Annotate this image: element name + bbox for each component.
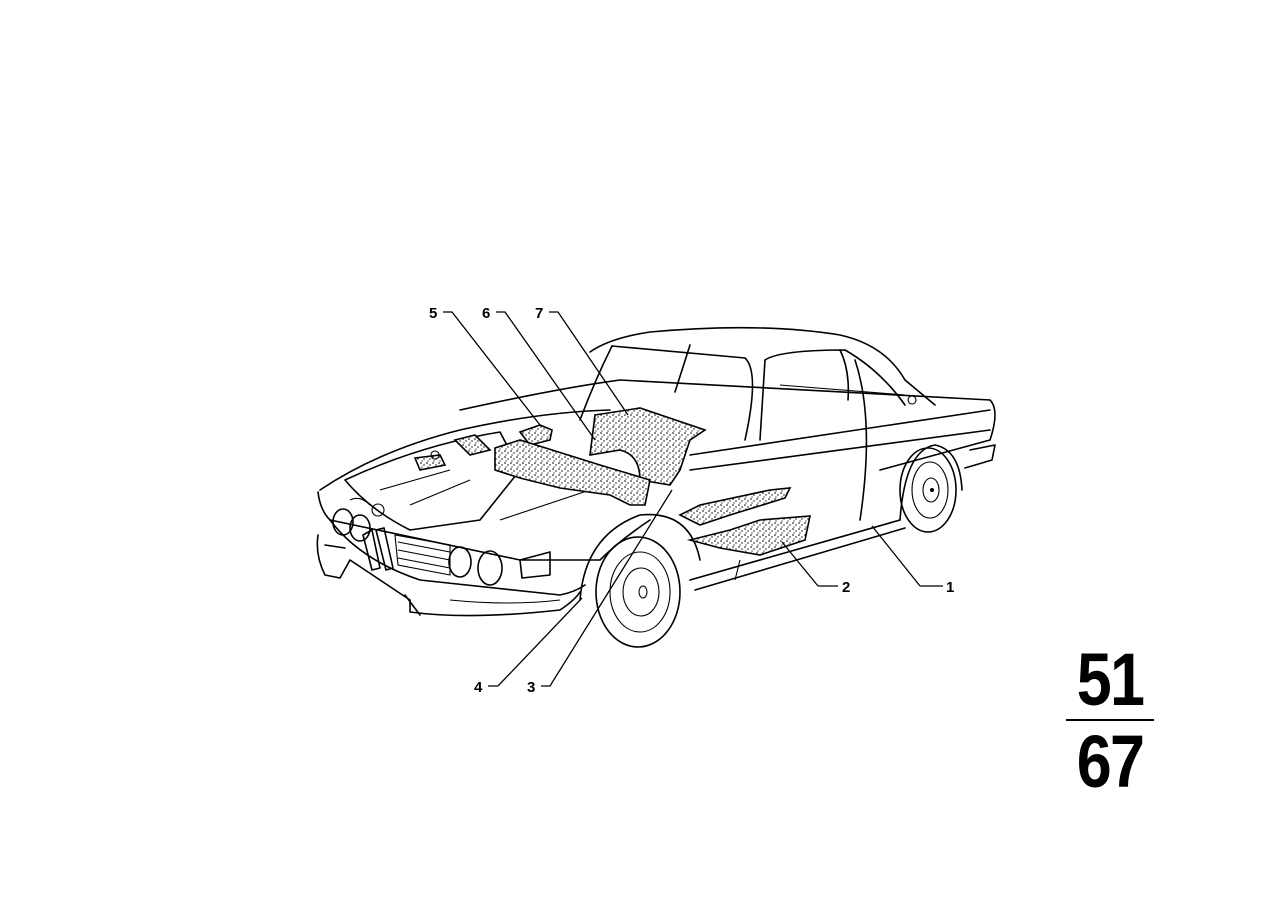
fraction-bar [1066, 719, 1154, 721]
callout-5: 5 [429, 305, 437, 322]
insulation-parts [413, 407, 812, 556]
callout-labels: 1 2 3 4 5 6 7 [429, 305, 954, 696]
part-engine-bay-insulation [494, 439, 651, 506]
page-number-top: 51 [1076, 638, 1145, 721]
part-6-7-firewall-insulation [589, 407, 707, 486]
car-outline [316, 326, 996, 648]
callout-1: 1 [946, 579, 954, 596]
callout-4: 4 [474, 679, 483, 696]
part-2-floor-insulation [686, 515, 812, 556]
callout-leaders [443, 311, 943, 687]
part-cowl-insulation [453, 434, 492, 456]
callout-2: 2 [842, 579, 850, 596]
part-3-tunnel-insulation [678, 487, 792, 526]
callout-6: 6 [482, 305, 490, 322]
callout-7: 7 [535, 305, 543, 322]
page-number: 51 67 [1062, 638, 1158, 803]
callout-3: 3 [527, 679, 535, 696]
page-number-bottom: 67 [1076, 720, 1145, 803]
